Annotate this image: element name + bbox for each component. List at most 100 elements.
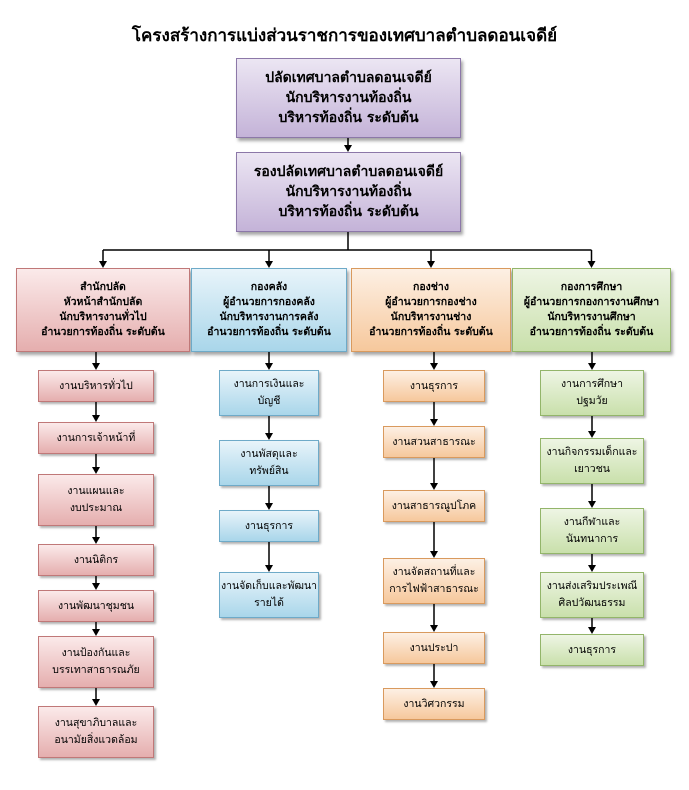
division-line: กองช่าง xyxy=(413,280,449,293)
unit-box: งานกิจกรรมเด็กและเยาวชน xyxy=(540,438,644,484)
division-line: กองการศึกษา xyxy=(560,280,623,293)
unit-line: งานแผนและ xyxy=(67,485,125,498)
unit-box: งานพัสดุและทรัพย์สิน xyxy=(219,440,319,486)
division-box: กองช่างผู้อำนวยการกองช่างนักบริหารงานช่า… xyxy=(351,268,511,352)
unit-box: งานกีฬาและนันทนาการ xyxy=(540,508,644,554)
unit-box: งานประปา xyxy=(383,632,485,664)
unit-box: งานนิติกร xyxy=(38,544,154,576)
unit-box: งานป้องกันและบรรเทาสาธารณภัย xyxy=(38,636,154,688)
unit-line: บรรเทาสาธารณภัย xyxy=(52,664,140,676)
unit-2-1-arrow-head xyxy=(430,419,438,426)
unit-line: งานกิจกรรมเด็กและ xyxy=(546,446,638,459)
unit-box: งานการเงินและบัญชี xyxy=(219,370,319,416)
unit-line: ปฐมวัย xyxy=(576,395,608,407)
unit-box: งานจัดเก็บและพัฒนารายได้ xyxy=(219,572,319,618)
unit-2-0-arrow-head xyxy=(430,363,438,370)
unit-box: งานการศึกษาปฐมวัย xyxy=(540,370,644,416)
unit-line: งานธุรการ xyxy=(567,643,617,656)
municipal-clerk-box: ปลัดเทศบาลตำบลดอนเจดีย์นักบริหารงานท้องถ… xyxy=(236,58,461,138)
division-box: กองการศึกษาผู้อำนวยการกองการงานศึกษานักบ… xyxy=(512,268,671,352)
deputy-clerk-line: นักบริหารงานท้องถิ่น xyxy=(285,183,412,200)
division-line: ผู้อำนวยการกองการงานศึกษา xyxy=(523,295,660,308)
unit-line: งานสวนสาธารณะ xyxy=(392,435,476,448)
unit-box: งานการเจ้าหน้าที่ xyxy=(38,422,154,454)
unit-box: งานจัดสถานที่และการไฟฟ้าสาธารณะ xyxy=(383,558,485,604)
unit-line: งานสาธารณูปโภค xyxy=(391,499,477,512)
unit-line: งบประมาณ xyxy=(69,502,123,514)
division-1-arrow-head xyxy=(265,261,273,268)
division-line: นักบริหารงานศึกษา xyxy=(547,311,636,323)
unit-3-1-arrow-head xyxy=(588,431,596,438)
unit-line: รายได้ xyxy=(254,597,284,609)
unit-2-2-arrow-head xyxy=(430,483,438,490)
unit-line: งานพัสดุและ xyxy=(240,448,298,461)
unit-0-2-arrow-head xyxy=(92,467,100,474)
unit-0-5-arrow-head xyxy=(92,629,100,636)
unit-3-0-arrow-head xyxy=(588,363,596,370)
division-3-arrow-head xyxy=(587,261,596,268)
division-line: อำนวยการท้องถิ่น ระดับต้น xyxy=(529,326,654,339)
unit-line: งานการเจ้าหน้าที่ xyxy=(56,431,136,444)
division-line: อำนวยการท้องถิ่น ระดับต้น xyxy=(41,326,165,339)
division-box: สำนักปลัดหัวหน้าสำนักปลัดนักบริหารงานทั่… xyxy=(16,268,190,352)
unit-0-4-arrow-head xyxy=(92,583,100,590)
unit-line: งานประปา xyxy=(409,641,459,654)
division-line: นักบริหารงานทั่วไป xyxy=(59,311,147,323)
unit-3-2-arrow-head xyxy=(588,501,596,508)
unit-1-2-arrow-head xyxy=(265,503,273,510)
division-line: หัวหน้าสำนักปลัด xyxy=(63,295,143,308)
unit-line: งานจัดสถานที่และ xyxy=(392,566,476,579)
division-line: นักบริหารงานการคลัง xyxy=(219,311,319,323)
unit-line: งานนิติกร xyxy=(73,553,119,566)
unit-line: งานกีฬาและ xyxy=(563,516,621,529)
division-0-arrow-head xyxy=(99,261,107,268)
unit-2-4-arrow-head xyxy=(430,625,438,632)
unit-2-5-arrow-head xyxy=(430,681,438,688)
municipal-clerk-line: บริหารท้องถิ่น ระดับต้น xyxy=(278,110,419,127)
unit-line: งานวิศวกรรม xyxy=(403,697,465,710)
unit-box: งานสาธารณูปโภค xyxy=(383,490,485,522)
unit-line: เยาวชน xyxy=(574,463,610,475)
unit-box: งานแผนและงบประมาณ xyxy=(38,474,154,526)
unit-1-3-arrow-head xyxy=(265,565,273,572)
chart-title: โครงสร้างการแบ่งส่วนราชการของเทศบาลตำบลด… xyxy=(131,26,558,46)
division-line: อำนวยการท้องถิ่น ระดับต้น xyxy=(369,326,493,339)
unit-line: การไฟฟ้าสาธารณะ xyxy=(389,583,479,595)
unit-0-1-arrow-head xyxy=(92,415,100,422)
unit-line: บัญชี xyxy=(257,395,281,407)
unit-3-4-arrow-head xyxy=(588,627,596,634)
unit-line: งานพัฒนาชุมชน xyxy=(57,599,135,612)
unit-1-1-arrow-head xyxy=(265,433,273,440)
unit-line: งานการเงินและ xyxy=(233,378,305,391)
deputy-clerk-box: รองปลัดเทศบาลตำบลดอนเจดีย์นักบริหารงานท้… xyxy=(236,152,461,232)
unit-line: ศิลปวัฒนธรรม xyxy=(558,597,626,609)
unit-line: งานบริหารทั่วไป xyxy=(59,379,133,392)
unit-line: อนามัยสิ่งแวดล้อม xyxy=(54,734,138,746)
division-2-arrow-head xyxy=(427,261,435,268)
division-line: สำนักปลัด xyxy=(80,280,126,293)
division-line: ผู้อำนวยการกองช่าง xyxy=(385,295,477,308)
unit-0-0-arrow-head xyxy=(92,363,100,370)
unit-line: งานธุรการ xyxy=(244,519,294,532)
unit-box: งานธุรการ xyxy=(540,634,644,666)
unit-box: งานธุรการ xyxy=(219,510,319,542)
deputy-clerk-line: รองปลัดเทศบาลตำบลดอนเจดีย์ xyxy=(253,163,444,180)
unit-box: งานสุขาภิบาลและอนามัยสิ่งแวดล้อม xyxy=(38,706,154,758)
unit-2-3-arrow-head xyxy=(430,551,438,558)
unit-0-6-arrow-head xyxy=(92,699,100,706)
unit-3-3-arrow-head xyxy=(588,565,596,572)
division-line: ผู้อำนวยการกองคลัง xyxy=(223,295,315,308)
unit-1-0-arrow-head xyxy=(265,363,273,370)
unit-0-3-arrow-head xyxy=(92,537,100,544)
unit-box: งานพัฒนาชุมชน xyxy=(38,590,154,622)
municipal-clerk-line: นักบริหารงานท้องถิ่น xyxy=(285,89,412,106)
unit-box: งานธุรการ xyxy=(383,370,485,402)
unit-line: งานส่งเสริมประเพณี xyxy=(546,580,638,593)
unit-line: งานป้องกันและ xyxy=(61,647,131,660)
clerk-to-deputy-arrow-head xyxy=(344,145,352,152)
unit-box: งานสวนสาธารณะ xyxy=(383,426,485,458)
unit-line: งานการศึกษา xyxy=(561,378,623,391)
division-line: กองคลัง xyxy=(250,280,288,293)
unit-line: ทรัพย์สิน xyxy=(249,465,289,477)
